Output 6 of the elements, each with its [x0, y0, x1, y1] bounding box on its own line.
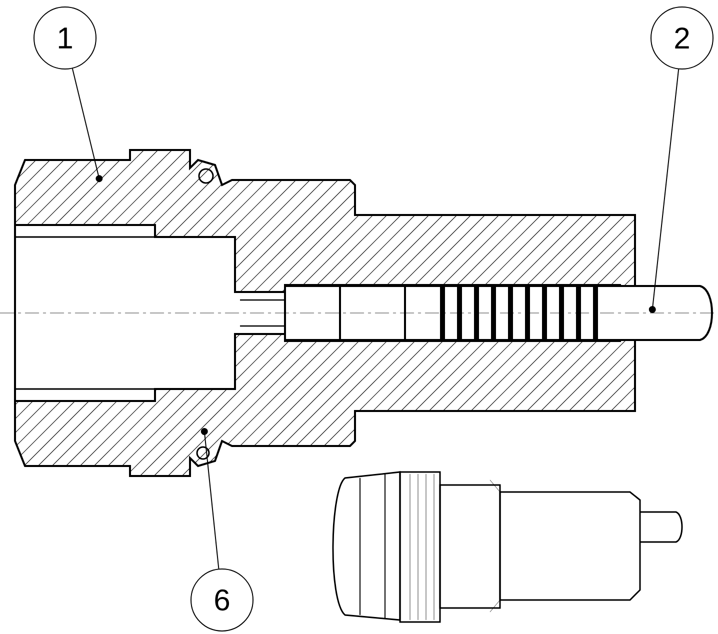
callout-number: 6 — [190, 568, 254, 632]
leader-line — [72, 68, 103, 182]
callout-number: 2 — [650, 6, 714, 70]
leader-line — [200, 428, 220, 570]
leader-line — [648, 68, 680, 314]
callout-number: 1 — [34, 6, 96, 70]
